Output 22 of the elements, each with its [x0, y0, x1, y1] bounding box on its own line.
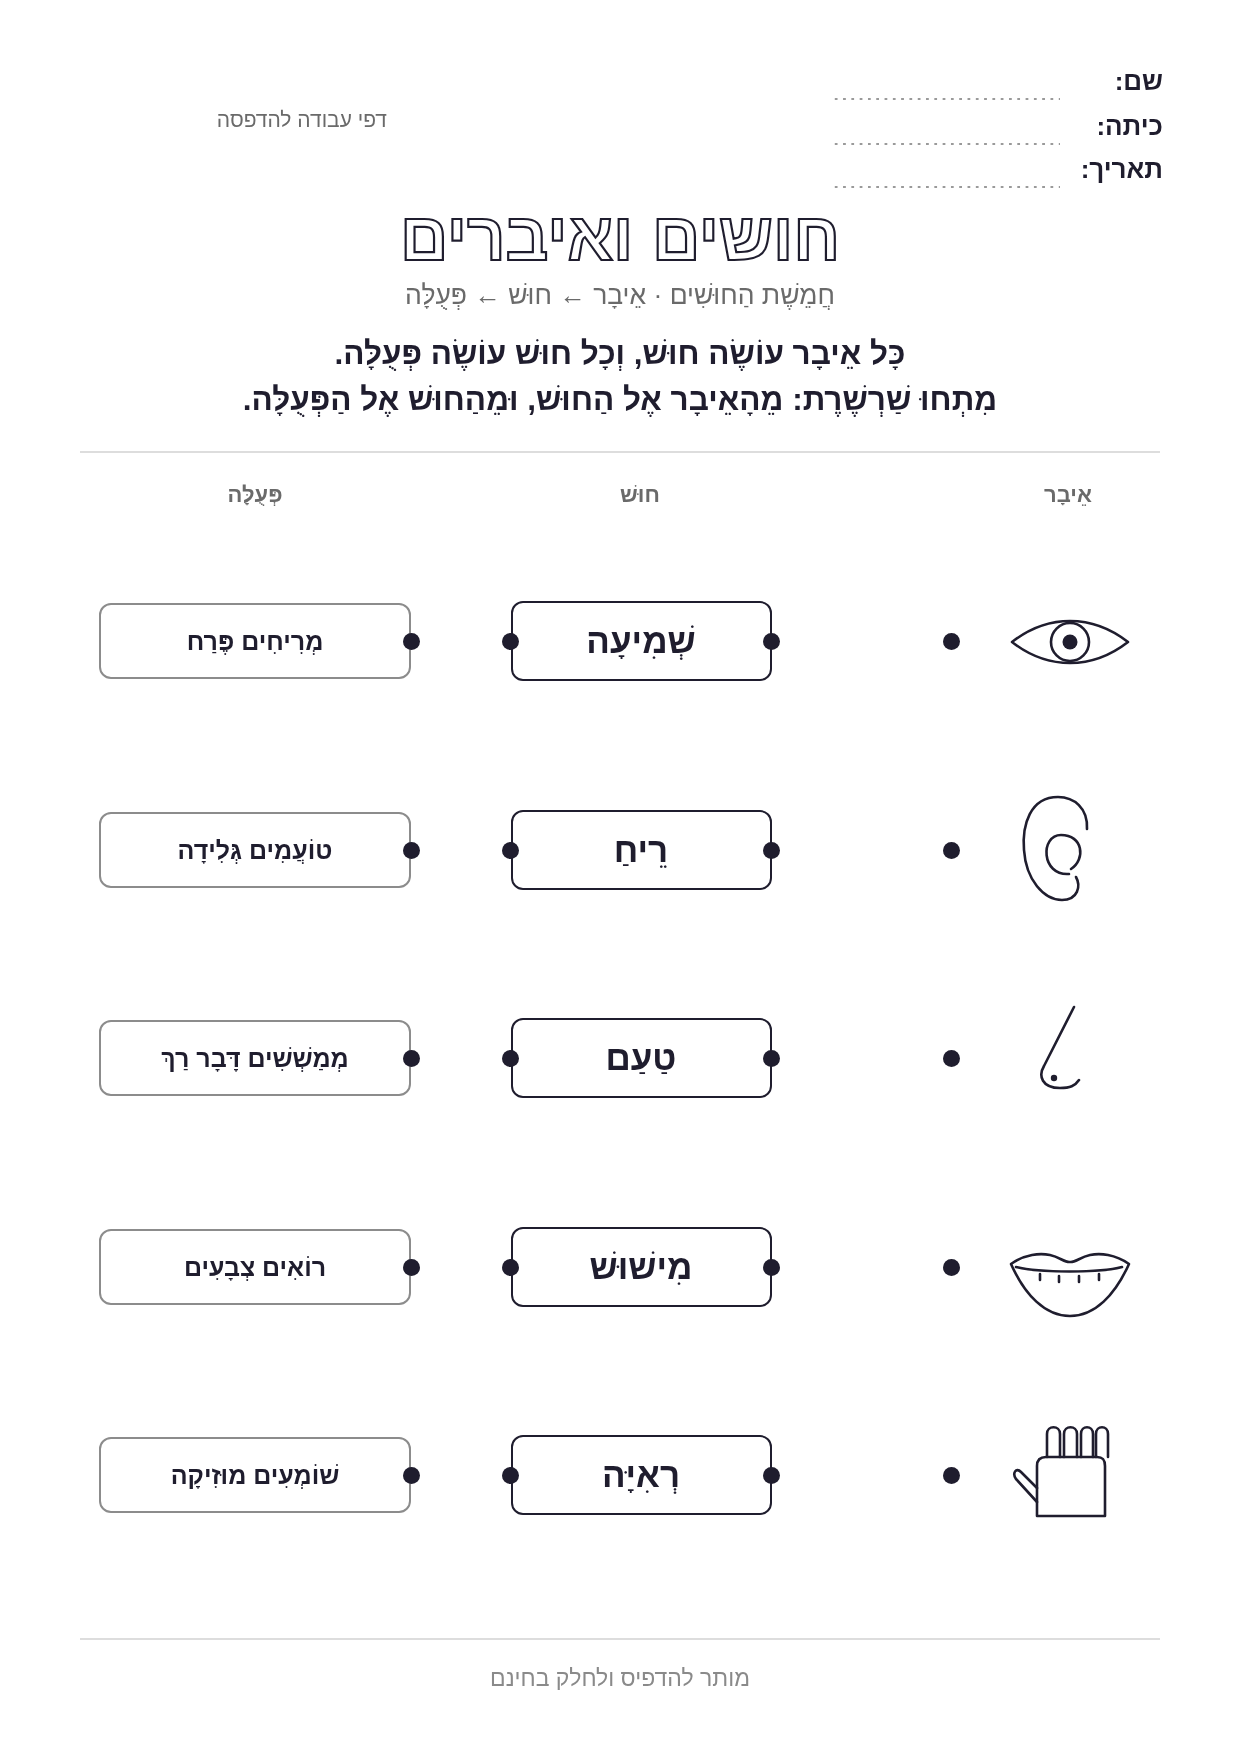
column-header: פְּעֻלָּה [227, 481, 283, 509]
title: חושים ואיברים [399, 200, 841, 274]
sense-box: טַעַם [510, 1018, 772, 1098]
field-label: תאריך: [1080, 152, 1163, 186]
sense-box: רֵיחַ [510, 810, 772, 890]
sense-box: שְׁמִיעָה [510, 601, 772, 681]
action-box: מְרִיחִים פֶּרַח [99, 603, 411, 679]
action-box: רוֹאִים צְבָעִים [99, 1229, 411, 1305]
action-box: טוֹעֲמִים גְּלִידָה [99, 812, 411, 888]
footer-text: מותר להדפיס ולחלק בחינם [490, 1663, 750, 1693]
instruction-text: כָּל אֵיבָר עוֹשֶׂה חוּשׁ, וְכָל חוּשׁ עוֹשֶׂה פְּעֻלָּה. [334, 334, 906, 374]
field-label: כיתה: [1096, 109, 1163, 143]
column-header: אֵיבָר [1044, 481, 1092, 509]
sense-box: רְאִיָּה [510, 1435, 772, 1515]
field-label: שם: [1114, 64, 1163, 98]
subtitle: חֲמֵשֶׁת הַחוּשִׁים · אֵיבָר ← חוּשׁ ← פְּעֻלָּה [405, 279, 835, 313]
column-header: חוּשׁ [620, 481, 660, 509]
action-box: שׁוֹמְעִים מוּזִיקָה [99, 1437, 411, 1513]
header-text: דפי עבודה להדפסה [216, 106, 387, 133]
instruction-text: מִתְחוּ שַׁרְשֶׁרֶת: מֵהָאֵיבָר אֶל הַחוּשׁ, וּמֵהַחוּשׁ אֶל הַפְּעֻלָּה. [242, 380, 998, 420]
action-box: מְמַשְׁשִׁים דָּבָר רַךְ [99, 1020, 411, 1096]
sense-box: מִישׁוּשׁ [510, 1227, 772, 1307]
